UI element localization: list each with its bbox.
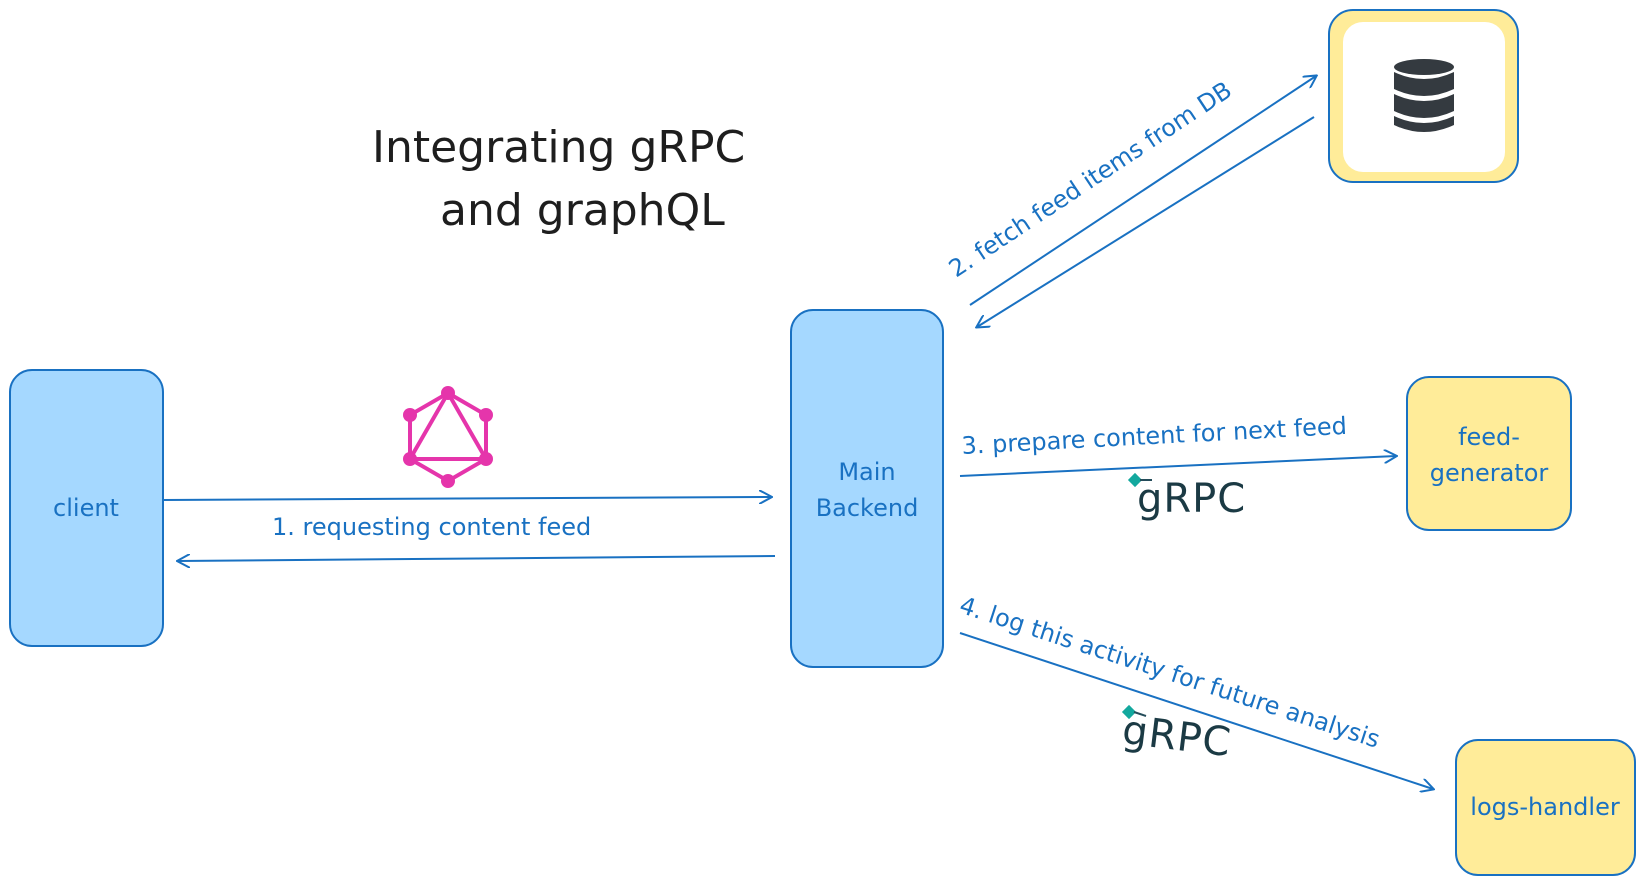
step-1-label: 1. requesting content feed — [272, 513, 591, 541]
logs-handler-label: logs-handler — [1470, 793, 1620, 821]
grpc-logo-step-3: gRPC — [1127, 472, 1246, 522]
diagram-title: Integrating gRPC and graphQL — [372, 122, 745, 236]
prepare-content-arrow — [959, 456, 1396, 477]
feed-generator-label-line-2: generator — [1430, 459, 1549, 487]
logs-handler-node[interactable]: logs-handler — [1455, 739, 1636, 876]
request-arrow — [163, 497, 771, 500]
feed-generator-label-line-1: feed- — [1458, 423, 1520, 451]
step-3-label: 3. prepare content for next feed — [961, 412, 1348, 460]
main-backend-label-line-1: Main — [838, 458, 895, 486]
title-line-2: and graphQL — [440, 185, 725, 236]
response-arrow — [178, 556, 776, 561]
step-2-label: 2. fetch feed items from DB — [944, 76, 1237, 283]
log-activity-arrow — [959, 632, 1433, 789]
main-backend-label-line-2: Backend — [816, 494, 919, 522]
client-label: client — [53, 494, 119, 522]
edge-step-4: 4. log this activity for future analysis… — [956, 591, 1433, 789]
grpc-text-step-4: gRPC — [1120, 707, 1234, 766]
edge-step-2: 2. fetch feed items from DB — [944, 76, 1316, 327]
edge-step-3: 3. prepare content for next feed gRPC — [959, 412, 1396, 522]
graphql-icon — [403, 386, 493, 488]
title-line-1: Integrating gRPC — [372, 122, 745, 173]
main-backend-node[interactable]: Main Backend — [790, 309, 944, 668]
fetch-return-arrow — [977, 116, 1315, 327]
client-node[interactable]: client — [9, 369, 164, 647]
database-node[interactable] — [1328, 9, 1519, 183]
database-icon — [1394, 59, 1454, 132]
grpc-logo-step-4: gRPC — [1120, 704, 1234, 766]
fetch-arrow — [969, 76, 1316, 306]
edge-step-1: 1. requesting content feed — [163, 497, 776, 561]
feed-generator-node[interactable]: feed- generator — [1406, 376, 1572, 531]
grpc-text-step-3: gRPC — [1137, 476, 1246, 522]
